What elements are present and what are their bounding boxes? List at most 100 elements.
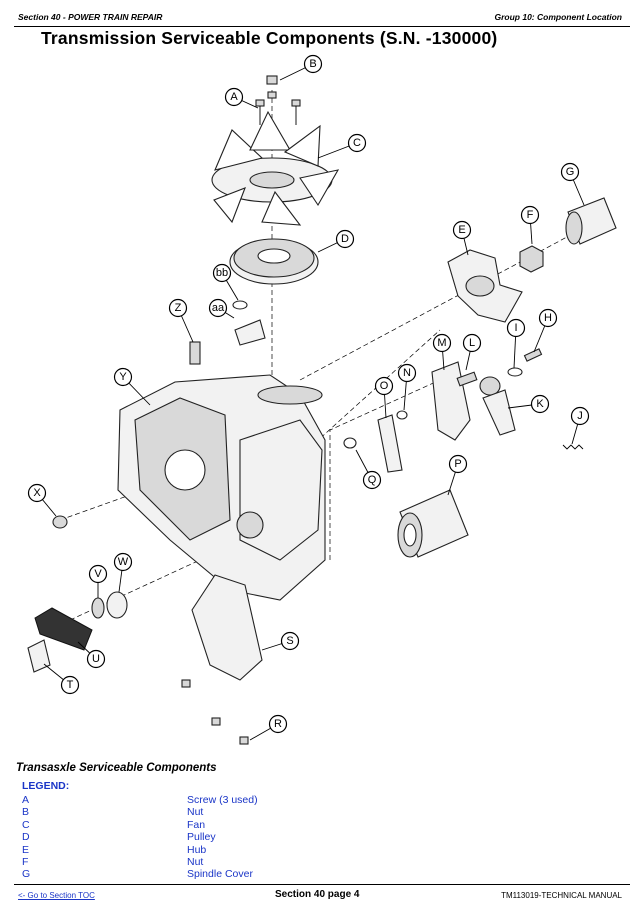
callout-e: E xyxy=(452,220,472,256)
callout-circle xyxy=(88,564,108,584)
legend-desc: Spindle Cover xyxy=(187,868,253,881)
callout-q: Q xyxy=(355,449,382,490)
spindle-cover-part xyxy=(565,197,617,245)
callout-s: S xyxy=(261,631,300,651)
callout-circle xyxy=(168,298,188,318)
callout-circle xyxy=(452,220,472,240)
control-arm xyxy=(34,607,93,651)
callout-label: I xyxy=(514,322,517,334)
callout-label: W xyxy=(118,556,129,568)
callout-label: Z xyxy=(175,302,182,314)
callout-circle xyxy=(86,649,106,669)
legend-key: B xyxy=(22,806,30,819)
callout-w: W xyxy=(113,552,133,593)
callout-r: R xyxy=(249,714,288,741)
fan-part xyxy=(211,110,340,226)
callout-circle xyxy=(60,675,80,695)
callout-circle xyxy=(570,406,590,426)
callout-c: C xyxy=(317,133,367,159)
callout-circle xyxy=(303,54,323,74)
legend-row: F Nut xyxy=(22,856,422,868)
callout-circle xyxy=(224,87,244,107)
callout-circle xyxy=(280,631,300,651)
legend-row: B Nut xyxy=(22,806,422,818)
callout-label: C xyxy=(353,137,361,149)
callout-label: D xyxy=(341,233,349,245)
callout-label: X xyxy=(33,487,41,499)
callout-circle xyxy=(520,205,540,225)
callout-z: Z xyxy=(168,298,194,343)
callout-label: bb xyxy=(216,267,228,279)
callout-j: J xyxy=(570,406,590,445)
callout-circle xyxy=(208,298,228,318)
callout-label: L xyxy=(469,337,475,349)
callout-p: P xyxy=(447,454,468,496)
legend-desc: Screw (3 used) xyxy=(187,794,258,806)
callout-a: A xyxy=(224,87,259,109)
callout-circle xyxy=(27,483,47,503)
callout-label: R xyxy=(274,718,282,730)
idler-bracket xyxy=(431,361,471,441)
section-toc-link[interactable]: <- Go to Section TOC xyxy=(18,891,95,900)
callout-circle xyxy=(113,367,133,387)
callout-circle xyxy=(268,714,288,734)
guard-part xyxy=(191,574,263,681)
callout-label: F xyxy=(527,209,534,221)
callout-label: E xyxy=(458,224,465,236)
group-header: Group 10: Component Location xyxy=(494,12,623,22)
callout-x: X xyxy=(27,483,57,517)
callout-label: N xyxy=(403,367,411,379)
callout-circle xyxy=(560,162,580,182)
callout-label: P xyxy=(454,458,461,470)
callout-circle xyxy=(335,229,355,249)
callout-circle xyxy=(362,470,382,490)
washer-part xyxy=(232,300,248,310)
callout-label: G xyxy=(566,166,575,178)
footer-divider xyxy=(14,884,630,885)
section-header: Section 40 - POWER TRAIN REPAIR xyxy=(18,12,163,22)
callout-l: L xyxy=(462,333,482,371)
callout-h: H xyxy=(533,308,558,353)
callout-bb: bb xyxy=(212,263,239,301)
callout-circle xyxy=(506,318,526,338)
callout-m: M xyxy=(432,333,452,371)
legend-desc: Nut xyxy=(187,806,204,819)
callout-label: K xyxy=(536,398,544,410)
callout-label: H xyxy=(544,312,552,324)
callout-label: S xyxy=(286,635,293,647)
callout-circle xyxy=(113,552,133,572)
callout-label: J xyxy=(577,410,583,422)
callout-aa: aa xyxy=(208,298,235,319)
legend-key: F xyxy=(22,855,29,868)
breather-fitting xyxy=(189,341,201,365)
callout-g: G xyxy=(560,162,585,206)
callout-n: N xyxy=(397,363,417,411)
callout-d: D xyxy=(317,229,355,253)
legend-key: D xyxy=(22,831,30,844)
callout-circle xyxy=(212,263,232,283)
callout-k: K xyxy=(507,394,550,414)
legend-key: E xyxy=(22,843,30,856)
callout-label: M xyxy=(437,337,446,349)
callout-circle xyxy=(374,376,394,396)
callout-circle xyxy=(397,363,417,383)
callout-label: V xyxy=(94,568,102,580)
callout-label: Q xyxy=(368,474,377,486)
bracket-part xyxy=(234,319,266,346)
fan-screws xyxy=(255,75,301,125)
page-number: Section 40 page 4 xyxy=(275,889,360,900)
callout-o: O xyxy=(374,376,394,419)
oil-filter-part xyxy=(397,489,469,558)
callout-u: U xyxy=(77,641,106,669)
callout-t: T xyxy=(43,663,80,695)
callout-label: A xyxy=(230,91,238,103)
callout-circle xyxy=(530,394,550,414)
legend-desc: Nut xyxy=(187,855,204,868)
